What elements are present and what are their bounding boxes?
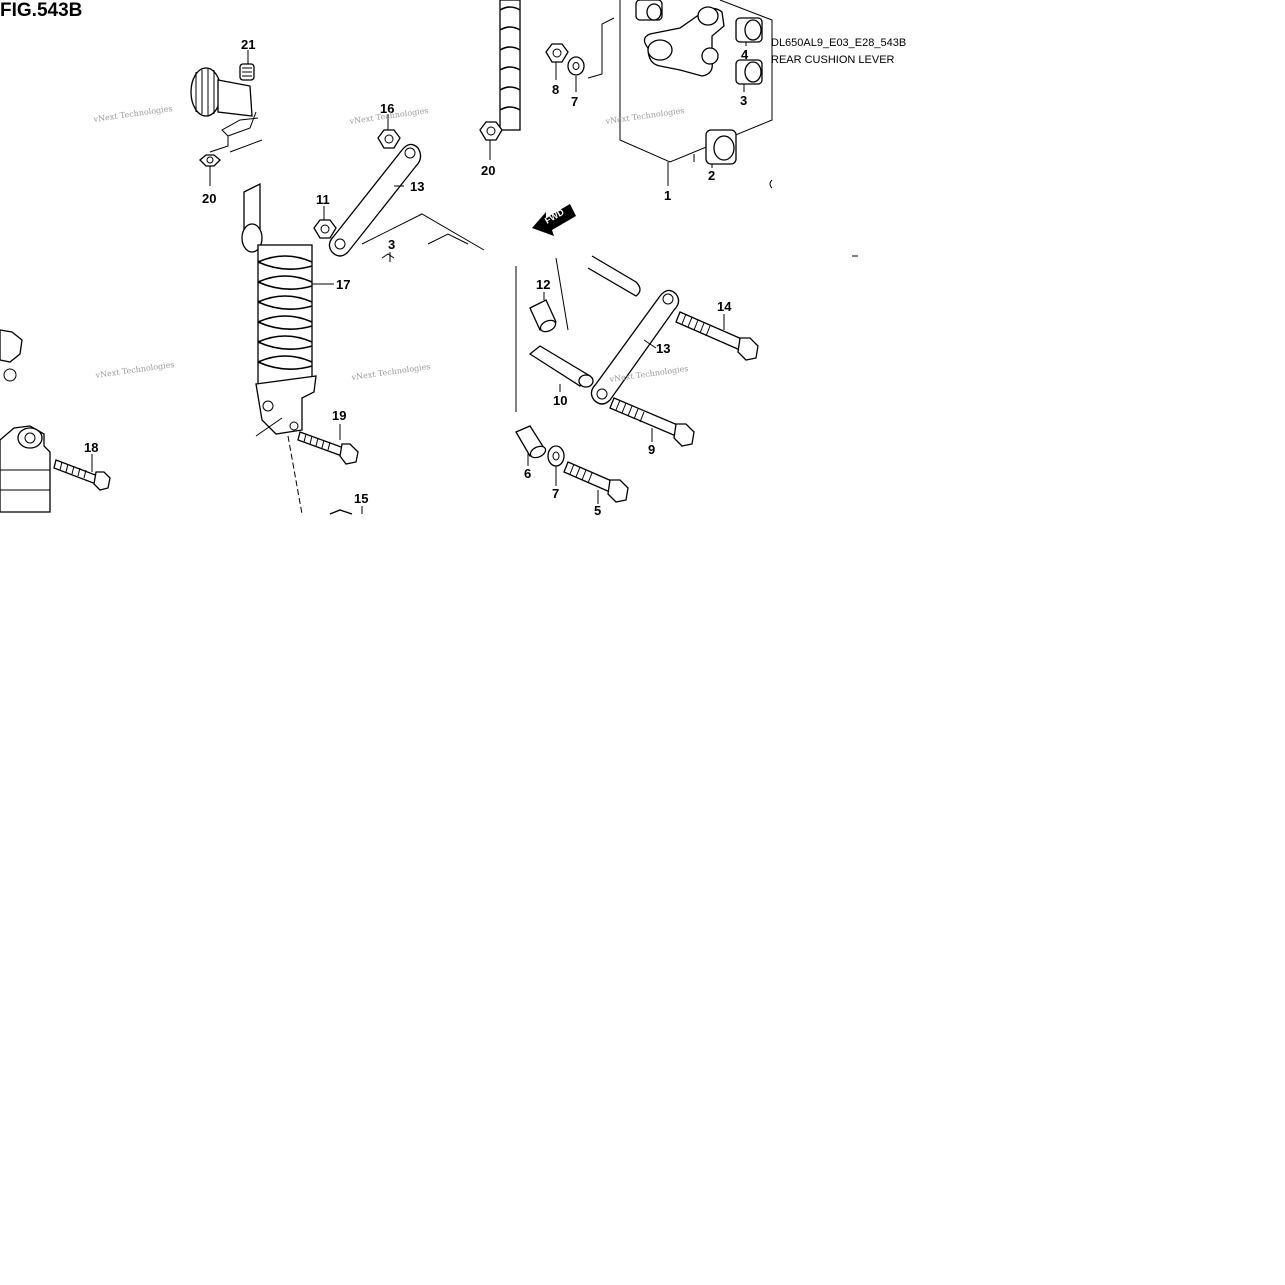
- reservoir-body: [217, 79, 253, 117]
- lever-remnant: [0, 329, 23, 363]
- left-assembly: [0, 63, 263, 513]
- callout-10: 10: [553, 393, 567, 408]
- callout-3-left: 3: [388, 237, 395, 252]
- bearing-2: [705, 129, 737, 165]
- watermark-1: vNext Technologies: [92, 104, 173, 124]
- lower-link-assembly: [515, 255, 759, 503]
- fwd-direction-arrow: FWD: [532, 204, 576, 236]
- bolt-5: [563, 461, 615, 493]
- callout-13-lower: 13: [656, 341, 670, 356]
- bolt-18: [53, 459, 99, 485]
- callout-19: 19: [332, 408, 346, 423]
- tie-rod-13-upper: [328, 143, 422, 257]
- tie-rod-13-lower: [590, 289, 680, 405]
- bushing-6: [515, 425, 547, 459]
- callout-12: 12: [536, 277, 550, 292]
- part-15: [329, 509, 353, 515]
- shock-spring: [257, 244, 313, 386]
- nut-20-center: [479, 121, 503, 141]
- callout-16: 16: [380, 101, 394, 116]
- callout-7-upper: 7: [571, 94, 578, 109]
- sleeve-upper: [587, 255, 641, 297]
- callout-11: 11: [316, 192, 330, 207]
- sleeve-10: [528, 345, 594, 388]
- callout-20-left: 20: [202, 191, 216, 206]
- callout-17: 17: [336, 277, 350, 292]
- rear-shock-assembly: [241, 129, 485, 515]
- figure-title: FIG.543B: [0, 0, 82, 21]
- washer-7-upper: [567, 56, 585, 76]
- bearing-4: [735, 17, 763, 43]
- callout-20-center: 20: [481, 163, 495, 178]
- bolt-9: [609, 397, 681, 437]
- callout-3-right: 3: [740, 93, 747, 108]
- callout-8: 8: [552, 82, 559, 97]
- cushion-lever-assembly: [479, 0, 858, 257]
- nut-8: [545, 43, 569, 63]
- callout-14: 14: [717, 299, 732, 314]
- callout-5: 5: [594, 503, 601, 518]
- callout-1: 1: [664, 188, 671, 203]
- shock-clevis: [255, 375, 317, 435]
- leader-lines: [91, 42, 747, 514]
- bolt-19: [297, 431, 345, 457]
- frame-outline: [361, 213, 485, 251]
- callout-15: 15: [354, 491, 368, 506]
- washer-7-lower: [547, 445, 565, 467]
- callout-7-lower: 7: [552, 486, 559, 501]
- nut-11: [313, 219, 337, 239]
- callout-2: 2: [708, 168, 715, 183]
- callout-9: 9: [648, 442, 655, 457]
- figure-code: DL650AL9_E03_E28_543B: [771, 37, 906, 49]
- callout-13-upper: 13: [410, 179, 424, 194]
- nut-16: [377, 129, 401, 149]
- figure-name: REAR CUSHION LEVER: [771, 54, 895, 66]
- callout-21: 21: [241, 37, 255, 52]
- bushing-12: [529, 299, 557, 333]
- nut-20-left: [199, 154, 221, 167]
- callouts: 21 20 16 11 13 3 17 19 15 18 8 7 20 4 3 …: [84, 37, 749, 518]
- callout-18: 18: [84, 440, 98, 455]
- bolt-14: [675, 311, 745, 351]
- watermark-3: vNext Technologies: [604, 106, 685, 126]
- upper-spring: [499, 0, 521, 131]
- watermark-4: vNext Technologies: [94, 360, 175, 380]
- bearing-3: [735, 59, 763, 85]
- watermark-5: vNext Technologies: [350, 362, 431, 382]
- callout-6: 6: [524, 466, 531, 481]
- callout-4: 4: [741, 47, 749, 62]
- bearing-top: [635, 0, 663, 21]
